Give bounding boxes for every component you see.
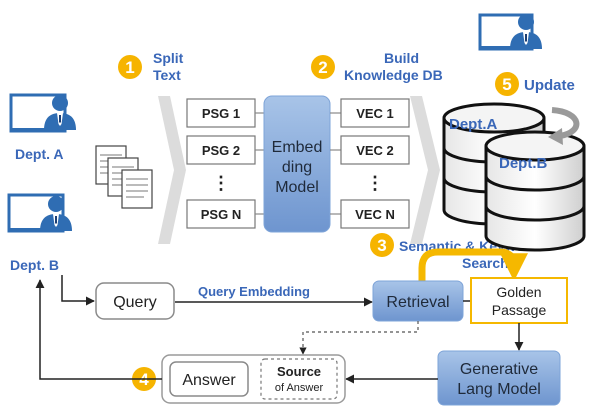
- vector-label-2: VEC 2: [356, 143, 394, 158]
- passage-box-1: [186, 98, 256, 128]
- database-dept-b-label: Dept.B: [499, 155, 548, 172]
- svg-text:5: 5: [502, 75, 511, 94]
- step-1-label-line1: Split: [153, 50, 184, 66]
- embedding-model-box: [263, 95, 331, 233]
- vector-label-1: VEC 1: [356, 106, 394, 121]
- dept-b-user-icon: [7, 193, 72, 233]
- svg-text:3: 3: [377, 236, 386, 255]
- golden-passage-line2: Passage: [492, 302, 547, 318]
- step-5-label: Update: [524, 77, 575, 94]
- generative-model-box: [437, 350, 561, 406]
- svg-text:2: 2: [318, 58, 327, 77]
- golden-passage-line1: Golden: [496, 284, 541, 300]
- step-1-badge: 1: [118, 55, 142, 79]
- passage-ellipsis: ⋮: [212, 173, 230, 193]
- answer-label: Answer: [182, 372, 236, 389]
- search-arrow: [418, 248, 528, 284]
- passage-box-n: [186, 199, 256, 229]
- embedding-model-line2: ding: [282, 159, 312, 176]
- split-chevron: [158, 96, 186, 244]
- query-embedding-label: Query Embedding: [198, 284, 310, 299]
- vector-ellipsis: ⋮: [366, 173, 384, 193]
- query-label: Query: [113, 294, 157, 311]
- source-dashed-arrow: [299, 321, 419, 355]
- retrieval-label: Retrieval: [386, 294, 449, 311]
- golden-passage-box: [470, 277, 568, 324]
- answer-to-dept-b-arrow: [35, 279, 162, 380]
- update-arrowhead: [548, 128, 563, 145]
- passage-label-n: PSG N: [201, 207, 241, 222]
- documents-icon: [95, 145, 153, 209]
- embedding-model-line1: Embed: [272, 139, 323, 156]
- vector-list: VEC 1 VEC 2 ⋮ VEC N: [340, 98, 410, 229]
- build-chevron: [410, 96, 440, 244]
- passage-list: PSG 1 PSG 2 ⋮ PSG N: [186, 98, 256, 229]
- step-5-badge: 5: [495, 72, 519, 96]
- query-box: [95, 282, 175, 320]
- step-2-badge: 2: [311, 55, 335, 79]
- step-2-label-line2: Knowledge DB: [344, 67, 443, 83]
- update-user-icon: [478, 13, 542, 51]
- step-3-badge: 3: [370, 233, 394, 257]
- dept-b-to-query-arrow: [61, 275, 95, 306]
- step-1-label-line2: Text: [153, 67, 181, 83]
- vector-box-2: [340, 135, 410, 165]
- dept-b-label: Dept. B: [10, 257, 59, 273]
- database-dept-b-icon: [484, 130, 586, 252]
- dept-a-user-icon: [9, 93, 76, 133]
- vector-box-1: [340, 98, 410, 128]
- step-2-label-line1: Build: [384, 50, 419, 66]
- source-line1: Source: [277, 364, 321, 379]
- passage-connectors: [255, 112, 264, 215]
- vector-connectors: [330, 112, 341, 215]
- vector-box-n: [340, 199, 410, 229]
- svg-text:1: 1: [125, 58, 134, 77]
- passage-box-2: [186, 135, 256, 165]
- step-3-label-line2: Search: [462, 255, 509, 271]
- vector-label-n: VEC N: [355, 207, 395, 222]
- update-arrow: [551, 107, 580, 139]
- dept-a-label: Dept. A: [15, 146, 63, 162]
- passage-label-1: PSG 1: [202, 106, 240, 121]
- generative-model-line1: Generative: [460, 361, 538, 378]
- answer-box: [169, 361, 249, 397]
- passage-label-2: PSG 2: [202, 143, 240, 158]
- database-dept-a-label: Dept.A: [449, 116, 498, 133]
- source-box: [260, 358, 338, 400]
- generative-model-line2: Lang Model: [457, 381, 541, 398]
- source-line2: of Answer: [275, 382, 324, 394]
- embedding-model-line3: Model: [275, 179, 319, 196]
